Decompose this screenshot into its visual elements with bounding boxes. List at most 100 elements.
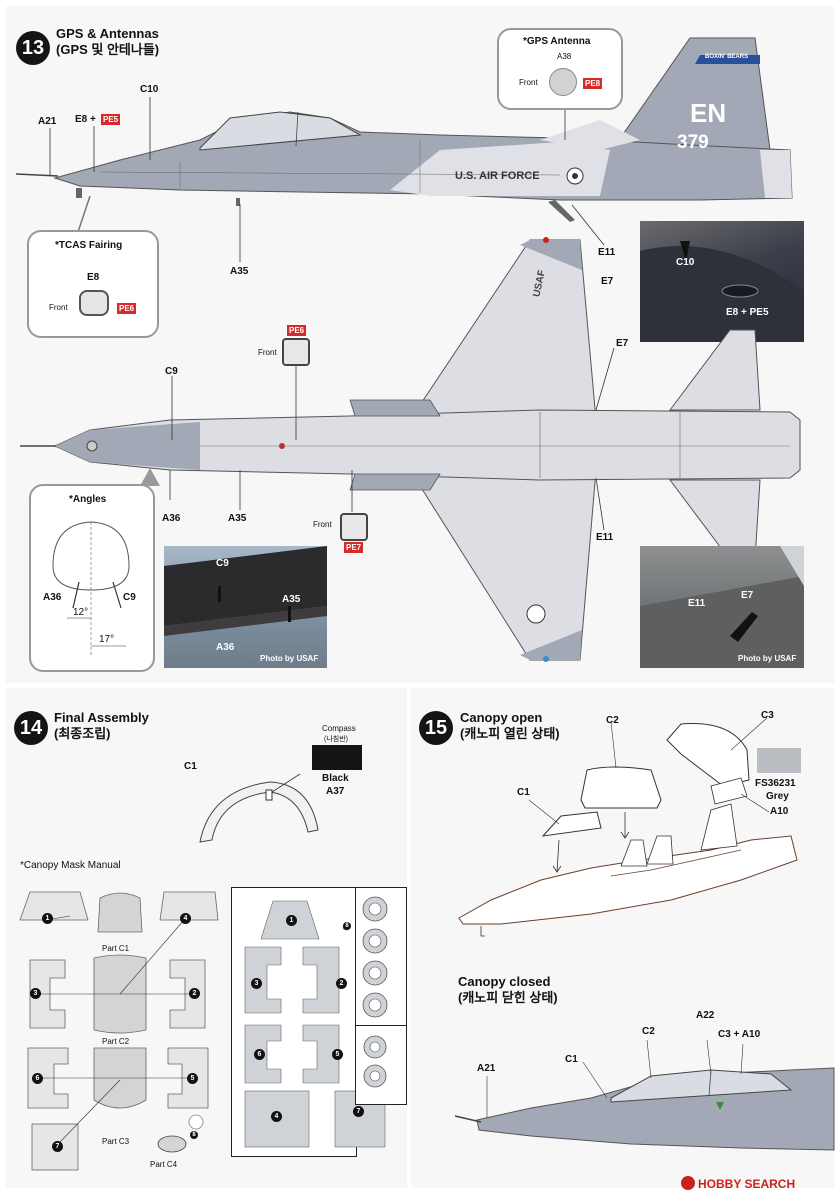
label-e7-top: E7 [616,338,629,349]
watermark-text: HOBBY SEARCH [698,1177,796,1191]
part-c1-label: Part C1 [102,944,130,953]
watermark-logo-icon [681,1176,695,1190]
side-view-aircraft [15,37,793,262]
label-a35-bottom: A35 [228,513,247,524]
step15-number: 15 [419,711,453,745]
tcas-callout-part: E8 [87,272,100,283]
step14-title-en: Final Assembly [54,710,149,725]
paint-name-grey: Grey [766,791,789,802]
step15-title-en: Canopy open [460,710,543,725]
tail-banner: BOXIN' BEARS [705,54,749,60]
mask-num-6: 6 [32,1073,43,1084]
label-pe7: PE7 [344,542,364,553]
angles-17-degree: 17° [99,634,115,645]
compass-label-ko: (나침반) [324,736,348,743]
mask-num-3: 3 [30,988,41,999]
label-e11-bottom: E11 [596,532,614,543]
paint-code-fs36231: FS36231 [755,778,796,789]
paint-code-a37: A37 [326,786,345,797]
label-a21: A21 [38,116,57,127]
label-a35: A35 [230,266,249,277]
tcas-callout-pe6: PE6 [117,303,137,314]
mask-num-8: 8 [190,1131,198,1139]
photo1-detail [640,241,804,342]
canopy-frame-c1 [199,773,319,843]
photo3-detail [640,546,804,668]
tcas-fairing-shape [79,290,109,316]
step15-label-c3: C3 [761,710,774,721]
angles-12-degree: 12° [73,607,89,618]
closed-label-a22: A22 [696,1010,715,1021]
sheet-num-3: 3 [251,978,262,989]
tcas-fairing-callout: *TCAS Fairing E8 Front PE6 [27,230,159,338]
canopy-open-drawing [458,717,798,937]
sheet-num-5: 5 [332,1049,343,1060]
gps-antenna-disc [549,68,577,96]
sheet-num-6: 6 [254,1049,265,1060]
step14-number: 14 [14,711,48,745]
tcas-callout-front: Front [49,303,68,312]
canopy-closed-drawing [454,1039,835,1151]
closed-label-c3a10: C3 + A10 [718,1029,761,1040]
label-c9: C9 [165,366,178,377]
canopy-closed-title-ko: (캐노피 닫힌 상태) [458,990,558,1005]
label-c10: C10 [140,84,159,95]
gps-callout-part: A38 [557,52,572,61]
photo2-detail [164,546,327,636]
step14-label-c1: C1 [184,761,197,772]
paint-swatch-black [312,745,362,770]
pe6-plate [282,338,310,366]
step14-title: Final Assembly (최종조립) [54,710,149,742]
sheet-num-7: 7 [353,1106,364,1117]
canopy-closed-title-en: Canopy closed [458,974,551,989]
tail-code: EN [690,98,727,128]
mask-sheet-shapes [244,900,386,1148]
compass-label: Compass [322,724,356,733]
label-a36: A36 [162,513,181,524]
photo3-label-e11: E11 [688,598,706,609]
photo3-label-e7: E7 [741,590,754,601]
photo2-credit: Photo by USAF [260,654,319,663]
sheet-num-8: 8 [343,922,351,930]
label-e8: E8 + [75,114,96,125]
mask-num-1: 1 [42,913,53,924]
gps-callout-pe8: PE8 [583,78,603,89]
sheet-num-4: 4 [271,1111,282,1122]
label-e7: E7 [601,276,614,287]
sheet-num-1: 1 [286,915,297,926]
photo3-credit: Photo by USAF [738,654,797,663]
photo-e11-e7: E11 E7 Photo by USAF [640,546,804,668]
photo2-label-c9: C9 [216,558,229,569]
angles-left-part: A36 [43,592,62,603]
step15-label-c2: C2 [606,715,619,726]
photo1-label-c10: C10 [676,257,695,268]
closed-label-a21: A21 [477,1063,496,1074]
gps-antenna-callout: *GPS Antenna A38 Front PE8 [497,28,623,110]
fuselage-lettering: U.S. AIR FORCE [455,170,540,182]
angles-callout-title: *Angles [69,494,107,505]
pe6-front-label: Front [258,348,277,357]
canopy-closed-title: Canopy closed (캐노피 닫힌 상태) [458,974,558,1006]
pe7-plate [340,513,368,541]
closed-label-c2: C2 [642,1026,655,1037]
part-c3-label: Part C3 [102,1137,130,1146]
gps-callout-title: *GPS Antenna [523,36,591,47]
gps-callout-front: Front [519,78,538,87]
angles-right-part: C9 [123,592,136,603]
mask-num-7: 7 [52,1141,63,1152]
paint-swatch-grey [757,748,801,773]
angles-diagram [52,521,130,656]
photo2-label-a36: A36 [216,642,235,653]
label-pe5: PE5 [101,114,121,125]
mask-manual-title: *Canopy Mask Manual [20,860,121,871]
photo-c10-e8: C10 E8 + PE5 [640,221,804,342]
tcas-callout-title: *TCAS Fairing [55,240,123,251]
sheet-num-2: 2 [336,978,347,989]
pe7-front-label: Front [313,520,332,529]
photo2-label-a35: A35 [282,594,301,605]
step13-number: 13 [16,31,50,65]
paint-name-black: Black [322,773,349,784]
wheel-masks [362,896,388,1088]
angles-callout: *Angles A36 C9 12° 17° [29,484,155,672]
bottom-view-aircraft [20,237,801,662]
